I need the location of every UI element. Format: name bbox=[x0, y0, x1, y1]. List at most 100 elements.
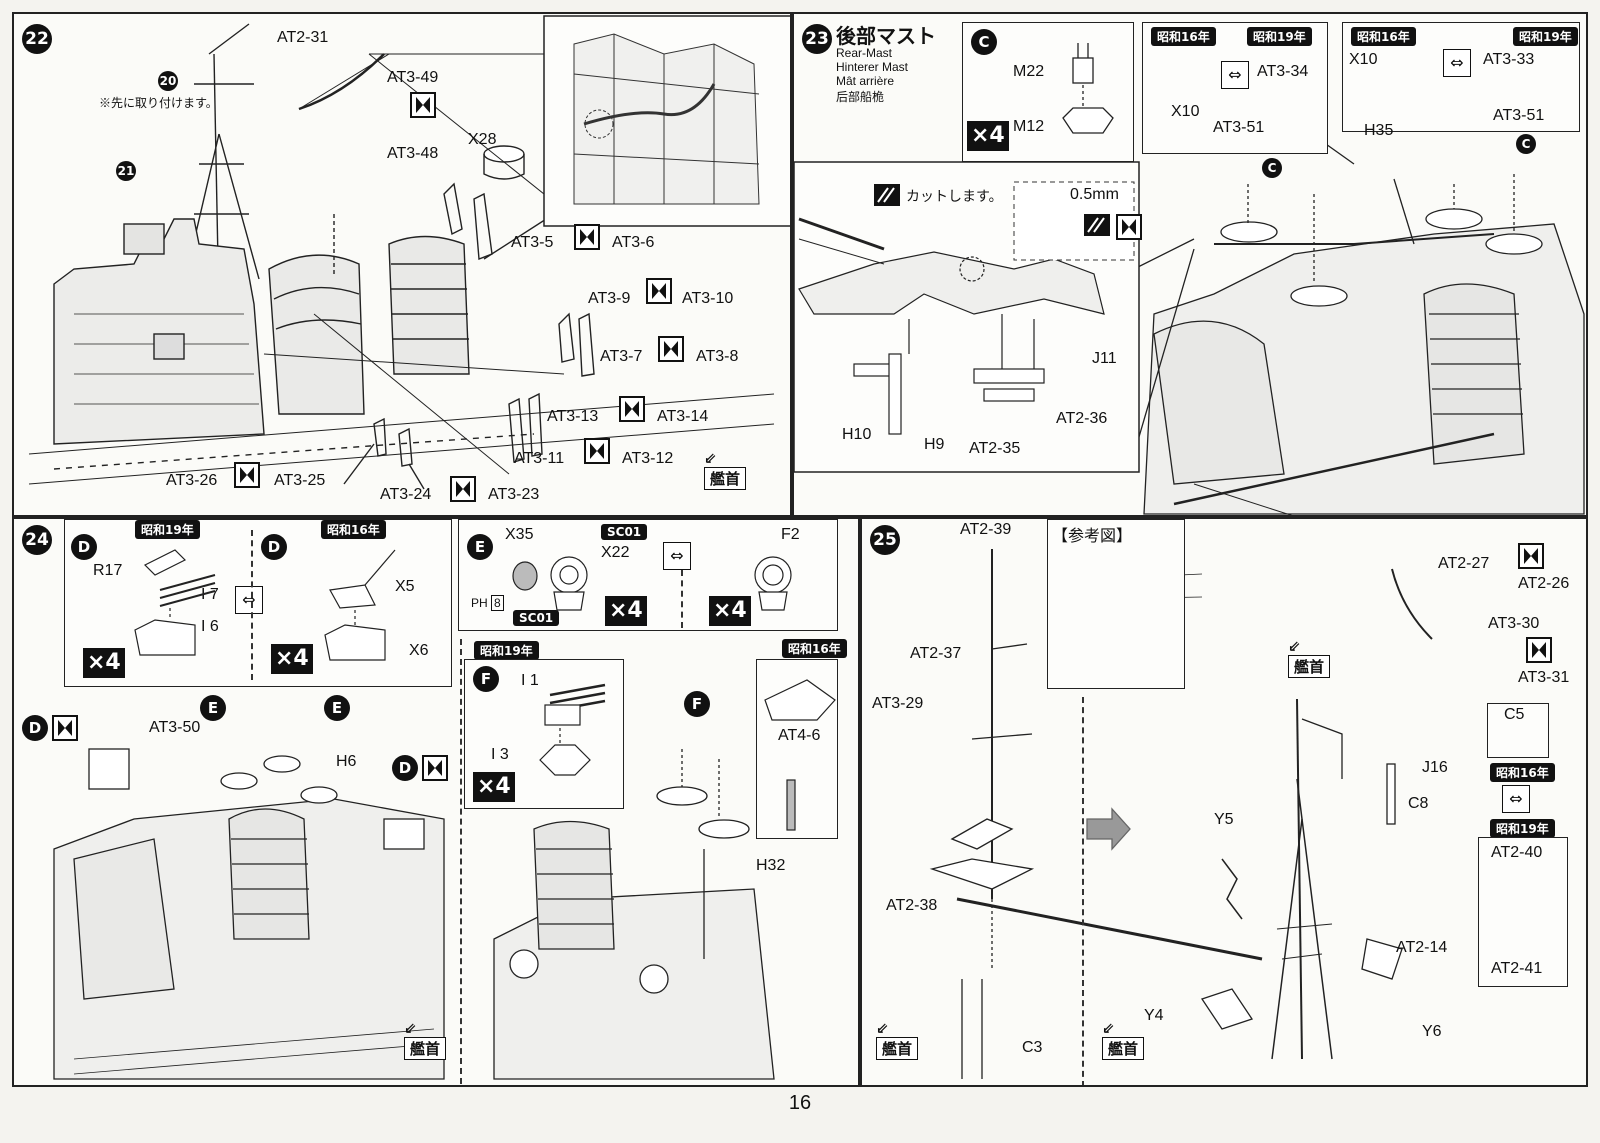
f-sub-assembly-box: F I 1 I 3 ×4 bbox=[464, 659, 624, 809]
showa19-variant-box: AT2-40 AT2-41 bbox=[1478, 837, 1568, 987]
c-part-drawing bbox=[1062, 43, 1114, 134]
step-23-title-fr: Mât arrière bbox=[836, 74, 895, 88]
showa16-part-drawing bbox=[764, 679, 836, 831]
part-label-at3-14: AT3-14 bbox=[657, 408, 709, 425]
part-label-j16: J16 bbox=[1422, 759, 1448, 776]
c5-part-box: C5 bbox=[1487, 703, 1549, 758]
era-tag-showa19: 昭和19年 bbox=[1247, 27, 1312, 46]
era-tag-showa16: 昭和16年 bbox=[321, 520, 386, 539]
part-label-i6: I 6 bbox=[201, 618, 219, 635]
bow-label: 艦首 bbox=[1288, 655, 1331, 678]
bow-direction-indicator: ⇙ 艦首 bbox=[1102, 1019, 1145, 1060]
part-label-at2-41: AT2-41 bbox=[1491, 960, 1543, 977]
part-label-m12: M12 bbox=[1013, 118, 1045, 135]
alternative-swap-icon: ⇔ bbox=[1502, 785, 1530, 813]
step-number-25: 25 bbox=[870, 525, 900, 555]
step-23-title-en: Rear-Mast bbox=[836, 46, 893, 60]
d-sub-assembly-marker: D bbox=[22, 715, 48, 741]
part-label-x28: X28 bbox=[468, 131, 497, 148]
step-number-23: 23 bbox=[802, 24, 832, 54]
bow-label: 艦首 bbox=[404, 1037, 447, 1060]
part-label-x22: X22 bbox=[601, 544, 630, 561]
part-label-at2-40: AT2-40 bbox=[1491, 844, 1543, 861]
e-sub-assembly-box: E X35 SC01 X22 PH 8 SC01 ×4 ⇔ F2 ×4 bbox=[458, 519, 838, 631]
part-label-at2-26: AT2-26 bbox=[1518, 575, 1570, 592]
quantity-badge: ×4 bbox=[967, 121, 1009, 151]
era-tag-showa19: 昭和19年 bbox=[474, 641, 539, 660]
step-23-title-de: Hinterer Mast bbox=[836, 60, 909, 74]
step-number-24: 24 bbox=[22, 525, 52, 555]
step-25-drawing bbox=[929, 549, 1433, 1079]
part-label-x6: X6 bbox=[409, 642, 429, 659]
f-sub-assembly-marker: F bbox=[684, 691, 710, 717]
part-label-c8: C8 bbox=[1408, 795, 1429, 812]
step-24-drawing bbox=[53, 748, 775, 1080]
part-label-at2-14: AT2-14 bbox=[1396, 939, 1448, 956]
f-part-drawing bbox=[539, 683, 606, 776]
part-label-at3-9: AT3-9 bbox=[588, 290, 631, 307]
variant-divider bbox=[460, 639, 462, 1084]
flip-icon bbox=[450, 476, 476, 502]
part-label-at3-34: AT3-34 bbox=[1257, 63, 1309, 80]
part-label-at3-7: AT3-7 bbox=[600, 348, 643, 365]
part-label-j11: J11 bbox=[1092, 350, 1117, 367]
part-label-at2-27: AT2-27 bbox=[1438, 555, 1490, 572]
step-23-title-jp: 後部マスト bbox=[836, 26, 936, 48]
paint-ref-number: 8 bbox=[491, 595, 504, 611]
step-23-panel: 23 後部マスト Rear-Mast Hinterer Mast Mât arr… bbox=[792, 12, 1588, 517]
bow-direction-indicator: ⇙ 艦首 bbox=[704, 449, 747, 490]
page-number: 16 bbox=[788, 1092, 812, 1114]
e-sub-assembly-marker: E bbox=[467, 534, 493, 560]
decal-tag-sc01: SC01 bbox=[601, 524, 648, 540]
bow-direction-indicator: ⇙ 艦首 bbox=[404, 1019, 447, 1060]
part-label-at3-12: AT3-12 bbox=[622, 450, 674, 467]
bow-label: 艦首 bbox=[1102, 1037, 1145, 1060]
bow-arrow-icon: ⇙ bbox=[876, 1019, 889, 1037]
era-tag-showa19: 昭和19年 bbox=[1513, 27, 1578, 46]
e-part-drawing bbox=[512, 556, 792, 611]
bow-direction-indicator: ⇙ 艦首 bbox=[1288, 637, 1331, 678]
part-label-h6: H6 bbox=[336, 753, 357, 770]
quantity-badge: ×4 bbox=[271, 644, 313, 674]
c-sub-assembly-box: C M22 M12 ×4 bbox=[962, 22, 1134, 162]
step-24-panel: 24 D 昭和19年 R17 I 7 I 6 ×4 ⇔ D 昭和16年 X5 X… bbox=[12, 517, 860, 1087]
step-number-22: 22 bbox=[22, 24, 52, 54]
flip-icon bbox=[619, 396, 645, 422]
era-tag-showa16: 昭和16年 bbox=[1351, 27, 1416, 46]
sub-step-20-marker: 20 bbox=[158, 71, 178, 91]
part-label-at3-6: AT3-6 bbox=[612, 234, 655, 251]
flip-icon bbox=[658, 336, 684, 362]
quantity-badge: ×4 bbox=[83, 648, 125, 678]
part-label-x10: X10 bbox=[1349, 51, 1378, 68]
alternative-swap-icon: ⇔ bbox=[1443, 49, 1471, 77]
quantity-badge: ×4 bbox=[605, 596, 647, 626]
d-part-drawing bbox=[134, 549, 396, 661]
bow-arrow-icon: ⇙ bbox=[704, 449, 717, 467]
alternative-swap-icon: ⇔ bbox=[663, 542, 691, 570]
part-label-y4: Y4 bbox=[1144, 1007, 1164, 1024]
d-sub-assembly-marker: D bbox=[261, 534, 287, 560]
quantity-badge: ×4 bbox=[473, 772, 515, 802]
era-tag-showa16: 昭和16年 bbox=[782, 639, 847, 658]
bow-arrow-icon: ⇙ bbox=[1102, 1019, 1115, 1037]
cut-icon bbox=[874, 184, 900, 206]
bow-label: 艦首 bbox=[876, 1037, 919, 1060]
part-label-at3-8: AT3-8 bbox=[696, 348, 739, 365]
d-sub-assembly-box: D 昭和19年 R17 I 7 I 6 ×4 ⇔ D 昭和16年 X5 X6 ×… bbox=[64, 519, 452, 687]
part-label-at3-49: AT3-49 bbox=[387, 69, 439, 86]
flip-icon bbox=[410, 92, 436, 118]
attach-first-note: ※先に取り付けます。 bbox=[99, 96, 218, 110]
d-sub-assembly-marker: D bbox=[392, 755, 418, 781]
e-sub-assembly-marker: E bbox=[200, 695, 226, 721]
quantity-badge: ×4 bbox=[709, 596, 751, 626]
part-label-at3-29: AT3-29 bbox=[872, 695, 924, 712]
part-label-at2-37: AT2-37 bbox=[910, 645, 962, 662]
reference-diagram-box: 【参考図】 bbox=[1047, 519, 1185, 689]
part-label-at3-33: AT3-33 bbox=[1483, 51, 1535, 68]
variant-divider bbox=[251, 530, 253, 680]
flip-icon bbox=[422, 755, 448, 781]
part-label-at3-26: AT3-26 bbox=[166, 472, 218, 489]
part-label-at3-24: AT3-24 bbox=[380, 486, 432, 503]
part-label-at3-51: AT3-51 bbox=[1493, 107, 1545, 124]
era-tag-showa19: 昭和19年 bbox=[1490, 819, 1555, 838]
